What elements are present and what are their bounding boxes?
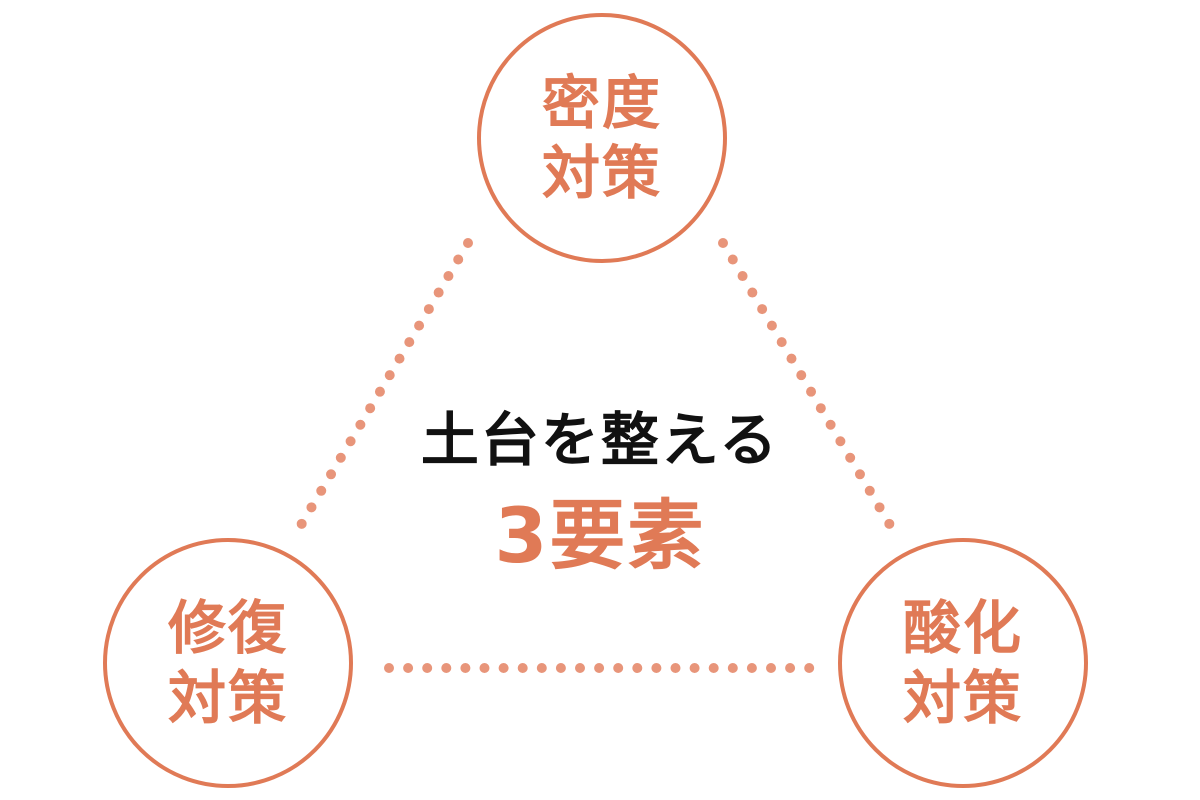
node-repair-measures: 修復 対策 (103, 538, 353, 788)
node-label-line2: 対策 (167, 664, 288, 732)
node-density-measures: 密度 対策 (477, 13, 727, 263)
center-subtitle: 土台を整える (420, 406, 780, 474)
node-label-line2: 対策 (541, 139, 662, 207)
node-label-line1: 密度 (541, 69, 662, 137)
node-oxidation-measures: 酸化 対策 (838, 538, 1088, 788)
node-label-line1: 酸化 (902, 594, 1023, 662)
connector-top-to-left (296, 238, 473, 530)
node-label-line2: 対策 (902, 664, 1023, 732)
node-label-line1: 修復 (167, 594, 288, 662)
center-title: 土台を整える 3要素 (380, 400, 820, 586)
center-main-title: 3要素 (494, 491, 706, 580)
connector-top-to-right (718, 238, 895, 530)
